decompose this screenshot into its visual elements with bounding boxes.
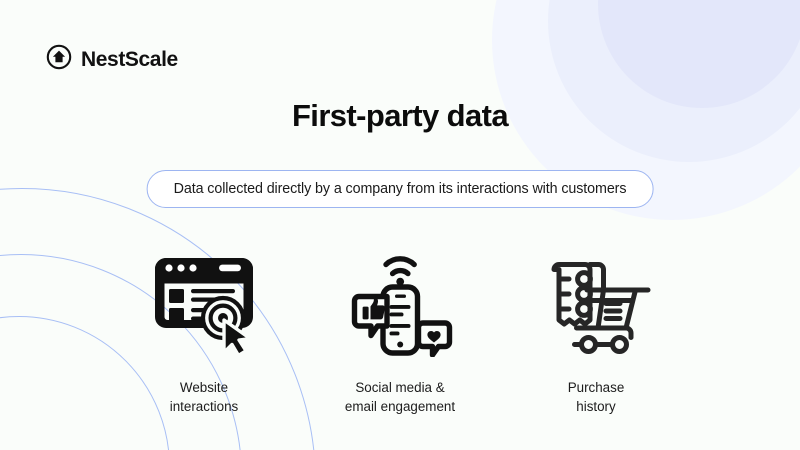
brand-logo[interactable]: NestScale — [46, 44, 178, 75]
shopping-cart-receipt-icon — [540, 248, 652, 358]
feature-label: Purchase history — [567, 380, 625, 415]
nest-chevron-circle-icon — [46, 44, 72, 75]
browser-window-click-cursor-icon — [145, 248, 263, 358]
subtitle-pill: Data collected directly by a company fro… — [146, 170, 654, 208]
page-title: First-party data — [291, 98, 509, 133]
subtitle-text: Data collected directly by a company fro… — [173, 180, 627, 197]
feature-item-social-email: Social media & email engagement — [302, 248, 498, 417]
feature-item-purchase-history: Purchase history — [498, 248, 694, 417]
feature-item-website-interactions: Website interactions — [106, 248, 302, 417]
feature-list: Website interactions — [0, 248, 800, 417]
decorative-circle-inner — [598, 0, 800, 108]
brand-name: NestScale — [81, 48, 178, 71]
decorative-circle-middle — [548, 0, 800, 162]
feature-label: Website interactions — [169, 380, 239, 415]
smartphone-wifi-thumbsup-heart-icon — [345, 248, 455, 358]
feature-label: Social media & email engagement — [344, 380, 456, 415]
